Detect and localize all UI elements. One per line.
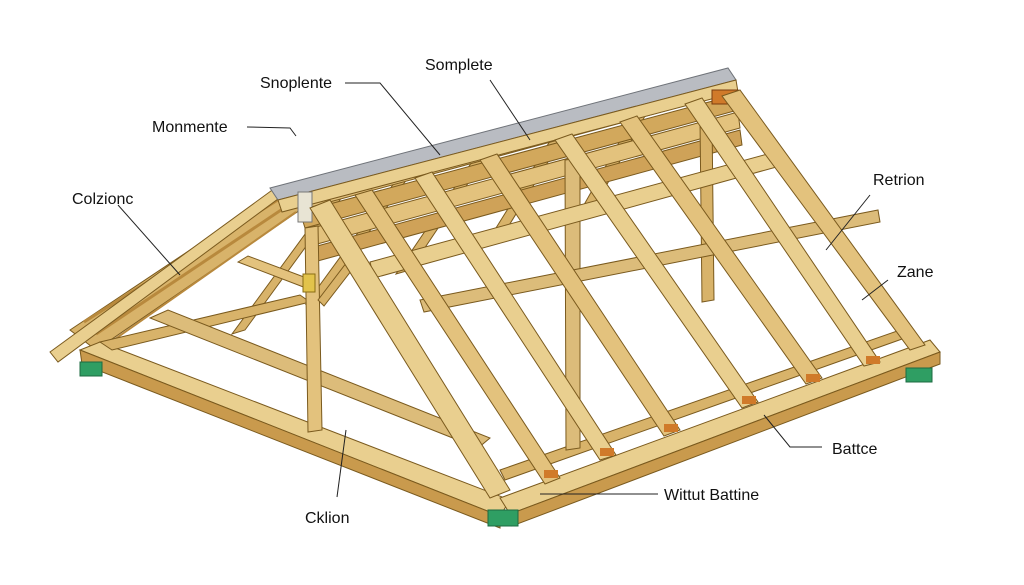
label-cklion: Cklion [305, 510, 349, 527]
rafter-foot-block [866, 356, 880, 364]
leader-somplete [489, 79, 531, 141]
label-wittut-battine: Wittut Battine [664, 487, 759, 504]
label-monmente: Monmente [152, 119, 228, 136]
leader-zane [861, 279, 889, 301]
end-rafter [721, 89, 926, 351]
base-pad-right [905, 367, 933, 383]
front-rafter [554, 133, 759, 409]
ridge-connector-plate [297, 191, 313, 223]
post-bracket [302, 273, 316, 293]
leader-colzionc [117, 204, 181, 276]
leader-cklion [336, 429, 347, 498]
label-retrion: Retrion [873, 172, 925, 189]
label-colzionc: Colzionc [72, 191, 133, 208]
rafter-foot-block [742, 396, 756, 404]
front-rafter [479, 153, 681, 437]
base-pad-left [79, 361, 103, 377]
label-battce: Battce [832, 441, 877, 458]
leader-lines [117, 79, 889, 498]
front-sill-beam-side [79, 349, 501, 529]
leader-monmente [246, 126, 297, 137]
base-pad-front [487, 509, 519, 527]
front-rafter [619, 115, 823, 385]
front-rafter [414, 171, 617, 461]
rafter-foot-block [544, 470, 558, 478]
label-zane: Zane [897, 264, 934, 281]
rafter-foot-block [806, 374, 820, 382]
leader-battce [763, 414, 822, 448]
front-rafter [309, 199, 511, 499]
rafter-foot-block [600, 448, 614, 456]
left-roof-slope [49, 187, 301, 363]
part-labels: Snoplente Somplete Monmente Colzionc Ret… [72, 57, 934, 527]
leader-retrion [825, 194, 871, 251]
front-rafters [309, 89, 926, 499]
label-somplete: Somplete [425, 57, 493, 74]
rafter-foot-block [664, 424, 678, 432]
posts [236, 117, 715, 451]
leader-snoplente [345, 82, 441, 156]
front-rafter [354, 189, 561, 485]
label-snoplente: Snoplente [260, 75, 332, 92]
